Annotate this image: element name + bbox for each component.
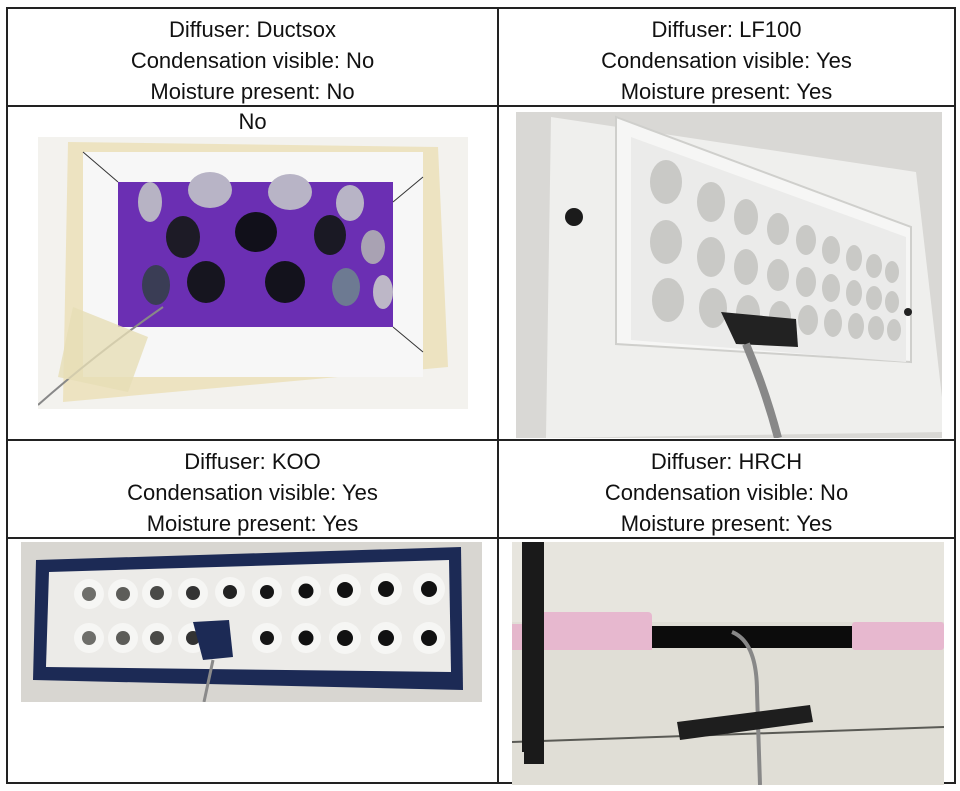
condensation-status: Condensation visible: No [130, 48, 375, 73]
lf100-diffuser-photo [516, 112, 942, 438]
diffuser-name: Diffuser: KOO [184, 449, 321, 474]
caption-cell-lf100: Diffuser: LF100 Condensation visible: Ye… [499, 9, 954, 105]
photo-label: No [238, 109, 267, 134]
hrch-diffuser-photo [512, 542, 944, 785]
moisture-status: Moisture present: Yes [146, 511, 359, 536]
moisture-status: Moisture present: Yes [620, 511, 833, 536]
moisture-status: Moisture present: No [150, 79, 355, 104]
row-divider [8, 439, 954, 441]
photo-cell-ductsox: No [8, 107, 497, 439]
diffuser-name: Diffuser: LF100 [651, 17, 802, 42]
condensation-status: Condensation visible: Yes [127, 480, 378, 505]
ductsox-diffuser-photo [38, 137, 468, 409]
row-divider [8, 105, 954, 107]
photo-cell-lf100 [499, 107, 954, 439]
koo-diffuser-photo [21, 542, 482, 702]
photo-cell-koo [8, 539, 497, 784]
diffuser-comparison-table: Diffuser: Ductsox Condensation visible: … [6, 7, 956, 785]
diffuser-name: Diffuser: Ductsox [168, 17, 337, 42]
condensation-status: Condensation visible: Yes [601, 48, 852, 73]
row-divider [8, 537, 954, 539]
caption-cell-koo: Diffuser: KOO Condensation visible: Yes … [8, 441, 497, 537]
caption-cell-hrch: Diffuser: HRCH Condensation visible: No … [499, 441, 954, 537]
diffuser-name: Diffuser: HRCH [650, 449, 803, 474]
photo-cell-hrch [499, 539, 954, 785]
condensation-status: Condensation visible: No [604, 480, 849, 505]
moisture-status: Moisture present: Yes [620, 79, 833, 104]
caption-cell-ductsox: Diffuser: Ductsox Condensation visible: … [8, 9, 497, 105]
column-divider [497, 9, 499, 782]
